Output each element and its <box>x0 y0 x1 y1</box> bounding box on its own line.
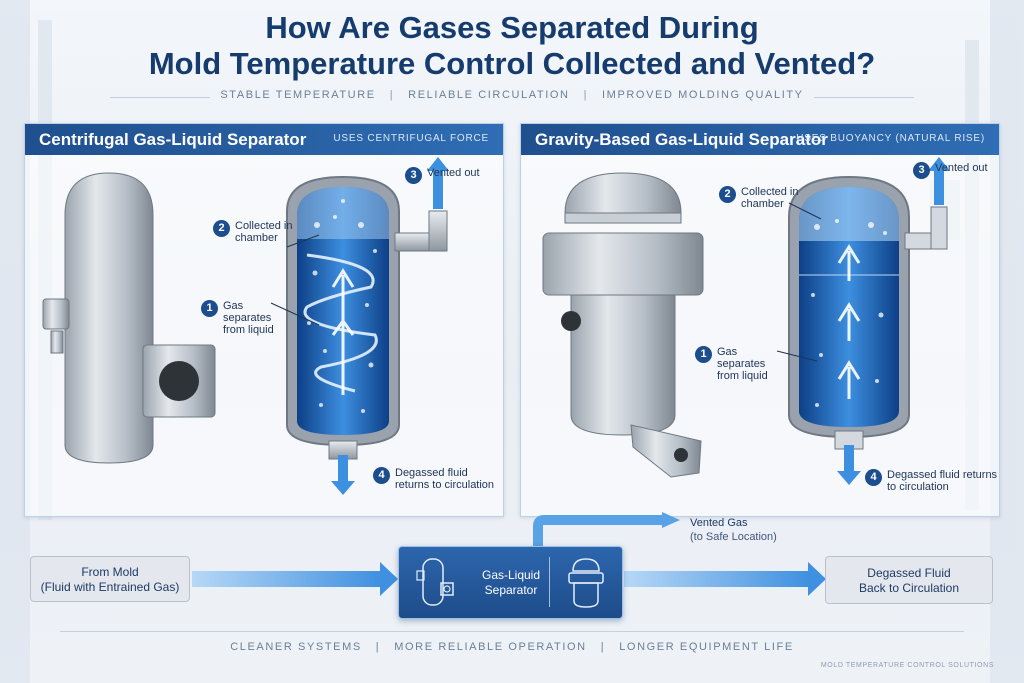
outlet-flow-arrow <box>624 562 826 596</box>
step-badge: 2 <box>213 220 230 237</box>
step-badge: 4 <box>373 467 390 484</box>
tank-cutaway <box>286 175 448 460</box>
step-label: Vented out <box>427 167 480 179</box>
step-badge: 4 <box>865 469 882 486</box>
step-4-returns: 4 Degassed fluid returns to circulation <box>373 467 503 491</box>
step-label: Collected in chamber <box>235 220 293 244</box>
panel-title: Gravity-Based Gas-Liquid Separator <box>535 130 828 149</box>
gravity-separator-icon <box>568 558 604 608</box>
tagline-item: STABLE TEMPERATURE <box>220 89 376 101</box>
step-label: Degassed fluid returns to circulation <box>395 467 495 491</box>
separator-exterior <box>542 172 704 478</box>
tank-exterior <box>42 172 216 464</box>
separator-label: Gas-Liquid Separator <box>476 568 546 598</box>
vented-gas-line: Vented Gas <box>690 517 748 529</box>
step-badge: 3 <box>913 162 930 179</box>
inlet-flow-arrow <box>192 562 398 596</box>
box-line: Degassed Fluid <box>867 566 951 580</box>
separator-label-line: Gas-Liquid <box>481 568 541 582</box>
vent-gas-arrow <box>533 512 680 548</box>
brand-text: MOLD TEMPERATURE CONTROL SOLUTIONS <box>820 662 994 669</box>
gravity-separator-panel: Gravity-Based Gas-Liquid Separator USES … <box>520 123 1000 517</box>
from-mold-box: From Mold (Fluid with Entrained Gas) <box>30 556 190 602</box>
tagline: STABLE TEMPERATURE|RELIABLE CIRCULATION|… <box>220 89 804 101</box>
footer-benefits: CLEANER SYSTEMS|MORE RELIABLE OPERATION|… <box>230 641 794 653</box>
degassed-fluid-box: Degassed Fluid Back to Circulation <box>825 556 993 604</box>
return-arrow <box>837 445 861 485</box>
separator-cutaway <box>788 175 948 450</box>
panel-header: Centrifugal Gas-Liquid Separator USES CE… <box>25 124 503 155</box>
box-line: Back to Circulation <box>858 581 960 595</box>
step-badge: 2 <box>719 186 736 203</box>
step-3-vented: 3 Vented out <box>405 167 480 184</box>
divider <box>814 97 914 98</box>
step-2-collected: 2 Collected in chamber <box>213 220 297 244</box>
step-label: Vented out <box>935 162 988 174</box>
step-label: Degassed fluid returns to circulation <box>887 469 998 493</box>
page-title-line1: How Are Gases Separated During <box>265 10 759 45</box>
step-badge: 1 <box>201 300 218 317</box>
divider <box>110 97 210 98</box>
box-line: (Fluid with Entrained Gas) <box>40 580 180 594</box>
divider <box>60 631 964 632</box>
return-arrow <box>331 455 355 495</box>
step-label: Gas separates from liquid <box>717 346 768 382</box>
tagline-item: RELIABLE CIRCULATION <box>408 89 570 101</box>
tagline-item: IMPROVED MOLDING QUALITY <box>602 89 804 101</box>
vent-arrow <box>427 157 449 209</box>
divider <box>549 557 550 607</box>
centrifugal-separator-panel: Centrifugal Gas-Liquid Separator USES CE… <box>24 123 504 517</box>
step-4-returns: 4 Degassed fluid returns to circulation <box>865 469 999 493</box>
gravity-separator-illustration <box>542 157 950 485</box>
footer-item: MORE RELIABLE OPERATION <box>394 641 587 653</box>
centrifugal-separator-icon <box>416 558 454 606</box>
page-title-line2: Mold Temperature Control Collected and V… <box>148 46 876 81</box>
footer-item: CLEANER SYSTEMS <box>230 641 362 653</box>
box-line: From Mold <box>81 565 139 579</box>
footer-item: LONGER EQUIPMENT LIFE <box>619 641 794 653</box>
panel-title: Centrifugal Gas-Liquid Separator <box>39 130 307 149</box>
vent-arrow <box>928 157 950 205</box>
step-3-vented: 3 Vented out <box>913 162 988 179</box>
gas-liquid-separator-box: Gas-Liquid Separator <box>398 546 623 619</box>
step-label: Gas separates from liquid <box>223 300 274 336</box>
step-badge: 3 <box>405 167 422 184</box>
step-2-collected: 2 Collected in chamber <box>719 186 801 210</box>
step-1-gas-separates: 1 Gas separates from liquid <box>695 346 787 382</box>
panel-subtitle: USES CENTRIFUGAL FORCE <box>333 133 489 144</box>
step-label: Collected in chamber <box>741 186 799 210</box>
centrifugal-separator-illustration <box>42 157 449 495</box>
step-badge: 1 <box>695 346 712 363</box>
panel-header: Gravity-Based Gas-Liquid Separator USES … <box>521 124 999 155</box>
vented-gas-destination: (to Safe Location) <box>690 531 777 543</box>
vented-gas-label: Vented Gas (to Safe Location) <box>690 516 777 544</box>
panel-subtitle: USES BUOYANCY (NATURAL RISE) <box>796 133 985 144</box>
separator-label-line: Separator <box>484 583 538 597</box>
step-1-gas-separates: 1 Gas separates from liquid <box>201 300 293 336</box>
